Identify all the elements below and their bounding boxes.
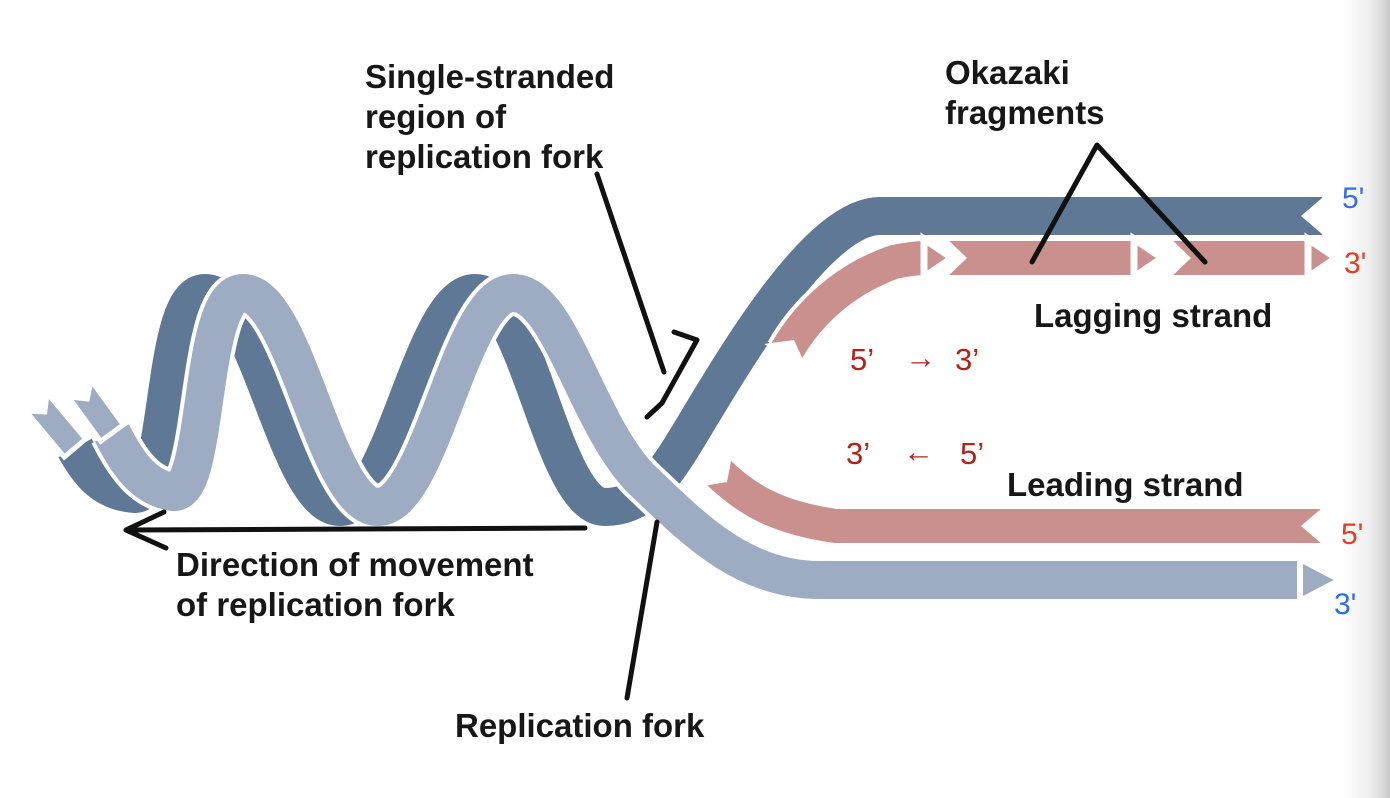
- direction-arrow-shaft: [125, 525, 588, 533]
- okazaki-fragment-3-arrowhead: [1304, 232, 1343, 284]
- lagging-synthesis-to: 3’: [955, 342, 979, 377]
- text-labels: Single-stranded region of replication fo…: [176, 54, 1366, 744]
- leading-strand-end-notch: [1301, 502, 1329, 550]
- okazaki-fragment-3-tail-notch: [1168, 236, 1191, 280]
- label-leading-strand: Leading strand: [1007, 466, 1244, 503]
- parental-dna-helix: [20, 192, 1347, 606]
- label-direction-line2: of replication fork: [176, 586, 455, 623]
- okazaki-fragment-2-arrowhead: [1130, 232, 1169, 284]
- leading-strand-new: [697, 451, 1329, 550]
- okazaki-fragment-1-tail-notch: [764, 340, 806, 366]
- helix-tail-left-1: [20, 387, 90, 461]
- lagging-synthesis-arrow-icon: →: [905, 340, 936, 375]
- lagging-synthesis-from: 5’: [850, 342, 874, 377]
- label-single-stranded-line1: Single-stranded: [365, 58, 614, 95]
- label-lagging-strand: Lagging strand: [1034, 297, 1272, 334]
- okazaki-pointer-lines: [1029, 142, 1208, 265]
- template-strand-light: [95, 273, 1302, 599]
- label-replication-fork: Replication fork: [455, 707, 705, 744]
- direction-arrow-head: [123, 509, 169, 551]
- label-direction-line1: Direction of movement: [176, 546, 534, 583]
- leading-synthesis-from: 3’: [846, 436, 870, 471]
- leading-synthesis-to: 5’: [960, 436, 984, 471]
- okazaki-fragment-1-arrowhead: [920, 232, 959, 284]
- label-single-stranded-line2: region of: [365, 98, 507, 135]
- template-strand-dark: [58, 197, 1322, 527]
- leading-strand-tail-notch: [697, 451, 733, 487]
- annotations: [123, 142, 1208, 701]
- label-okazaki-line1: Okazaki: [945, 54, 1070, 91]
- leading-synthesis-arrow-icon: ←: [903, 434, 934, 469]
- okazaki-fragment-1: [771, 241, 927, 361]
- label-single-stranded-line3: replication fork: [365, 138, 604, 175]
- template-light-end-arrowhead: [1297, 554, 1347, 606]
- helix-tail-left-2: [62, 374, 127, 445]
- label-okazaki-line2: fragments: [945, 94, 1105, 131]
- lagging-strand-okazaki-fragments: [764, 232, 1343, 366]
- template-dark-end-notch: [1301, 192, 1329, 240]
- page-edge-shadow: [1342, 0, 1390, 798]
- replication-fork-pointer-line: [624, 519, 660, 701]
- single-stranded-pointer-line: [594, 171, 667, 375]
- single-stranded-bracket: [644, 329, 700, 420]
